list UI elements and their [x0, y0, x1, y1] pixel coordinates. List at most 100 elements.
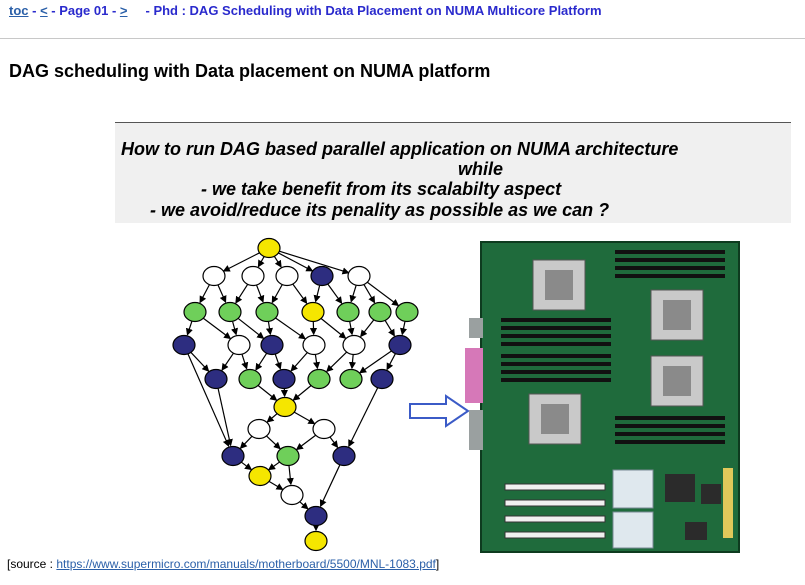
dag-node: [342, 334, 366, 356]
dag-node: [221, 445, 245, 467]
dag-edge: [240, 461, 253, 471]
dag-edge: [277, 252, 314, 272]
dag-edge: [265, 321, 274, 336]
dag-edge: [299, 501, 309, 510]
dag-edge: [267, 461, 281, 471]
dag-node: [339, 368, 363, 390]
dag-node: [347, 265, 371, 287]
source-prefix: [source :: [7, 557, 57, 571]
dag-edge: [231, 321, 239, 336]
dag-graph-svg: [172, 237, 419, 552]
dag-edge: [292, 384, 312, 401]
dag-edge: [273, 256, 282, 268]
presentation-title: - Phd : DAG Scheduling with Data Placeme…: [145, 3, 602, 18]
dag-node: [336, 301, 360, 323]
dag-edge: [360, 319, 375, 338]
prev-page-link[interactable]: <: [40, 3, 48, 18]
dag-node: [272, 368, 296, 390]
dag-edge: [312, 354, 321, 370]
dag-node: [310, 265, 334, 287]
dag-node: [301, 301, 325, 323]
dag-edge: [199, 284, 210, 304]
dag-node: [304, 505, 328, 527]
next-page-link[interactable]: >: [119, 3, 128, 18]
dag-edge: [217, 284, 227, 304]
dag-edge: [202, 317, 232, 340]
dag-node: [257, 237, 281, 259]
dag-node: [302, 334, 326, 356]
dag-node: [183, 301, 207, 323]
dag-edge: [295, 434, 317, 451]
dag-edge: [359, 350, 393, 374]
question-box: How to run DAG based parallel applicatio…: [115, 122, 791, 223]
dag-node: [204, 368, 228, 390]
dag-edge: [293, 411, 316, 425]
dag-edge: [255, 353, 268, 371]
dag-edge: [268, 480, 284, 490]
dag-edge: [319, 464, 341, 508]
dag-edge: [185, 321, 193, 336]
dag-node: [241, 265, 265, 287]
dag-node: [227, 334, 251, 356]
dag-node: [395, 301, 419, 323]
dag-edge: [266, 413, 278, 423]
dag-node: [307, 368, 331, 390]
dag-edge: [239, 435, 253, 449]
dag-node: [248, 465, 272, 487]
dag-edge: [326, 351, 348, 373]
dag-edge: [241, 354, 249, 370]
dag-node: [247, 418, 271, 440]
nav-separator: -: [28, 3, 41, 18]
dag-edge: [217, 388, 233, 447]
dag-node: [255, 301, 279, 323]
dag-node: [368, 301, 392, 323]
dag-edge: [271, 284, 283, 304]
dag-node: [276, 445, 300, 467]
dag-node: [218, 301, 242, 323]
source-suffix: ]: [435, 557, 440, 571]
dag-edge: [292, 283, 308, 305]
question-line-2: while: [458, 159, 504, 179]
dag-edge: [384, 320, 395, 337]
dag-node: [332, 445, 356, 467]
dag-node: [172, 334, 196, 356]
dag-edge: [347, 321, 355, 336]
question-line-1: How to run DAG based parallel applicatio…: [121, 139, 679, 159]
dag-node: [304, 530, 328, 552]
dag-node: [202, 265, 226, 287]
dag-edge: [221, 352, 234, 371]
dag-node: [280, 484, 304, 506]
dag-edge: [313, 285, 321, 303]
source-citation: [source : https://www.supermicro.com/man…: [7, 557, 439, 571]
dag-edge: [363, 284, 376, 304]
dag-edge: [222, 252, 261, 272]
question-line-3: - we take benefit from its scalabilty as…: [201, 179, 562, 199]
dag-edge: [274, 317, 306, 340]
numa-motherboard-image: [465, 238, 743, 556]
toc-link[interactable]: toc: [9, 3, 29, 18]
dag-edge: [237, 317, 265, 339]
dag-node: [260, 334, 284, 356]
dag-node: [312, 418, 336, 440]
top-divider: [0, 38, 805, 39]
dag-node: [275, 265, 299, 287]
question-line-4: - we avoid/reduce its penality as possib…: [150, 200, 610, 220]
breadcrumb-nav: toc - < - Page 01 - > - Phd : DAG Schedul…: [9, 3, 602, 18]
dag-edge: [257, 384, 278, 401]
dag-edge: [235, 284, 249, 304]
dag-edge: [327, 283, 343, 305]
source-link[interactable]: https://www.supermicro.com/manuals/mothe…: [56, 557, 436, 571]
dag-edge: [265, 435, 281, 450]
dag-edge: [190, 351, 210, 372]
dag-node: [238, 368, 262, 390]
dag-edge: [290, 352, 308, 372]
dag-node: [388, 334, 412, 356]
dag-edge: [286, 465, 294, 486]
dag-edge: [400, 321, 408, 336]
dag-edge: [257, 256, 265, 268]
dag-edge: [187, 353, 230, 448]
page-indicator: - Page 01 -: [47, 3, 120, 18]
dag-edge: [386, 353, 396, 371]
dag-graph-figure: [160, 232, 420, 557]
dag-edge: [320, 317, 347, 339]
